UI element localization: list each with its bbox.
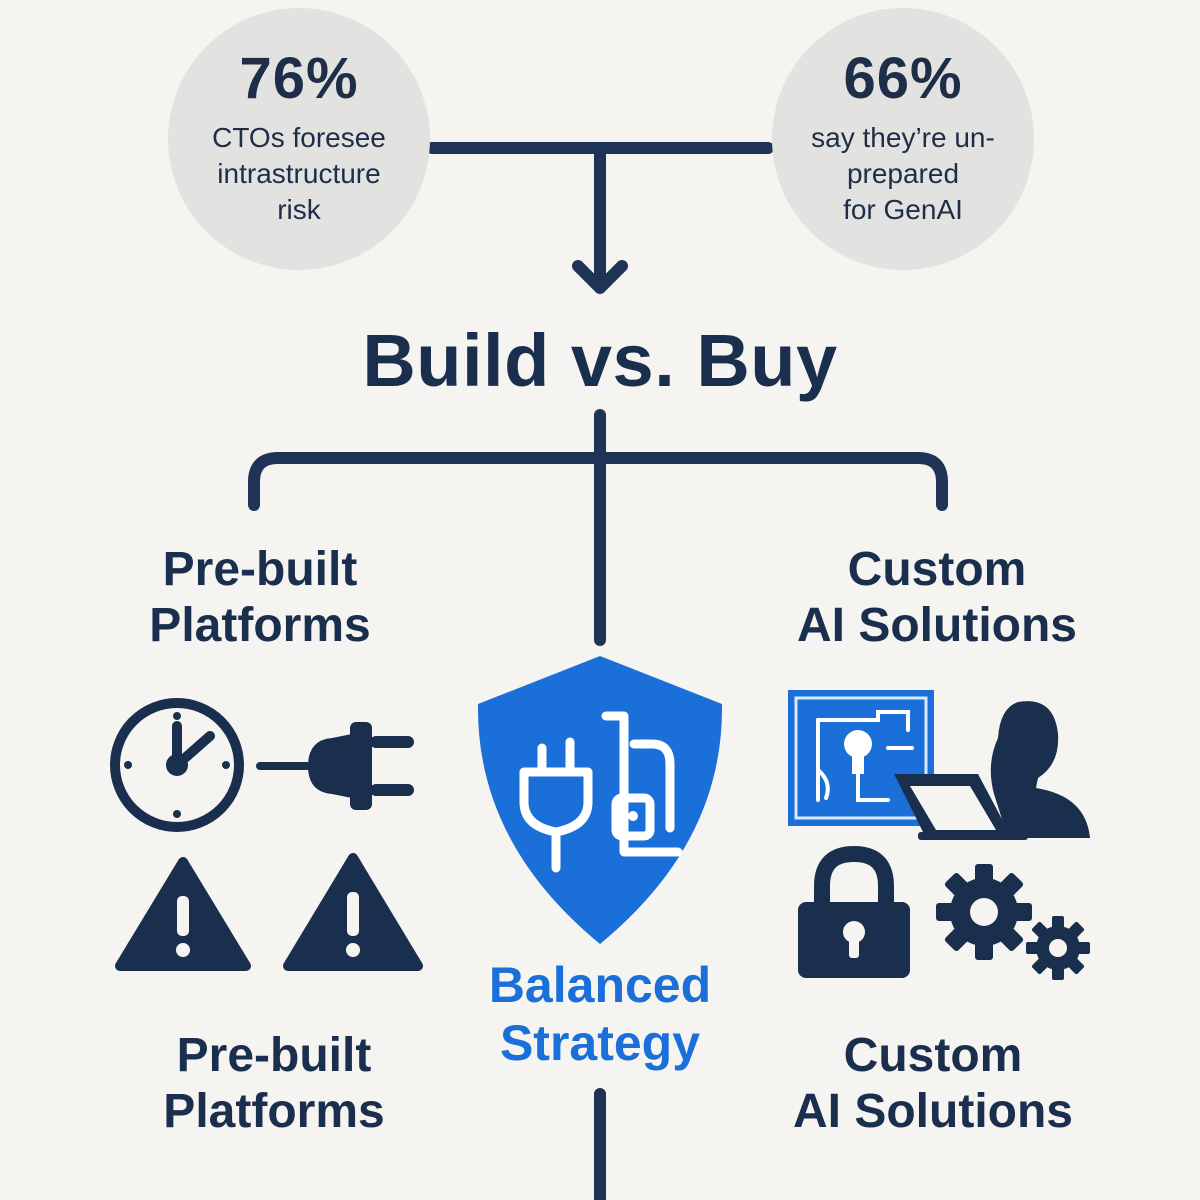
label-prebuilt-top: Pre-built Platforms <box>149 543 371 652</box>
shield-plug-icon <box>477 656 723 944</box>
label-custom-top: Custom AI Solutions <box>797 543 1077 652</box>
warning-icon <box>115 857 251 971</box>
label-custom-bottom: Custom AI Solutions <box>793 1029 1073 1138</box>
stat-circle-left: 76% CTOs foresee intrastructure risk <box>168 8 430 270</box>
label-balanced-strategy: Balanced Strategy <box>488 957 712 1071</box>
stat-description: say they’re un- prepared for GenAI <box>811 122 995 225</box>
lock-icon <box>798 846 910 978</box>
plug-icon <box>256 722 414 810</box>
main-title: Build vs. Buy <box>362 319 838 402</box>
gears-icon <box>936 864 1090 980</box>
stat-description: CTOs foresee intrastructure risk <box>212 122 386 225</box>
stat-value: 66% <box>843 46 963 111</box>
stat-value: 76% <box>239 46 359 111</box>
stat-circle-right: 66% say they’re un- prepared for GenAI <box>772 8 1034 270</box>
label-prebuilt-bottom: Pre-built Platforms <box>163 1029 385 1138</box>
warning-icon <box>283 853 423 971</box>
person-laptop-icon <box>894 701 1090 840</box>
clock-icon <box>110 698 244 832</box>
